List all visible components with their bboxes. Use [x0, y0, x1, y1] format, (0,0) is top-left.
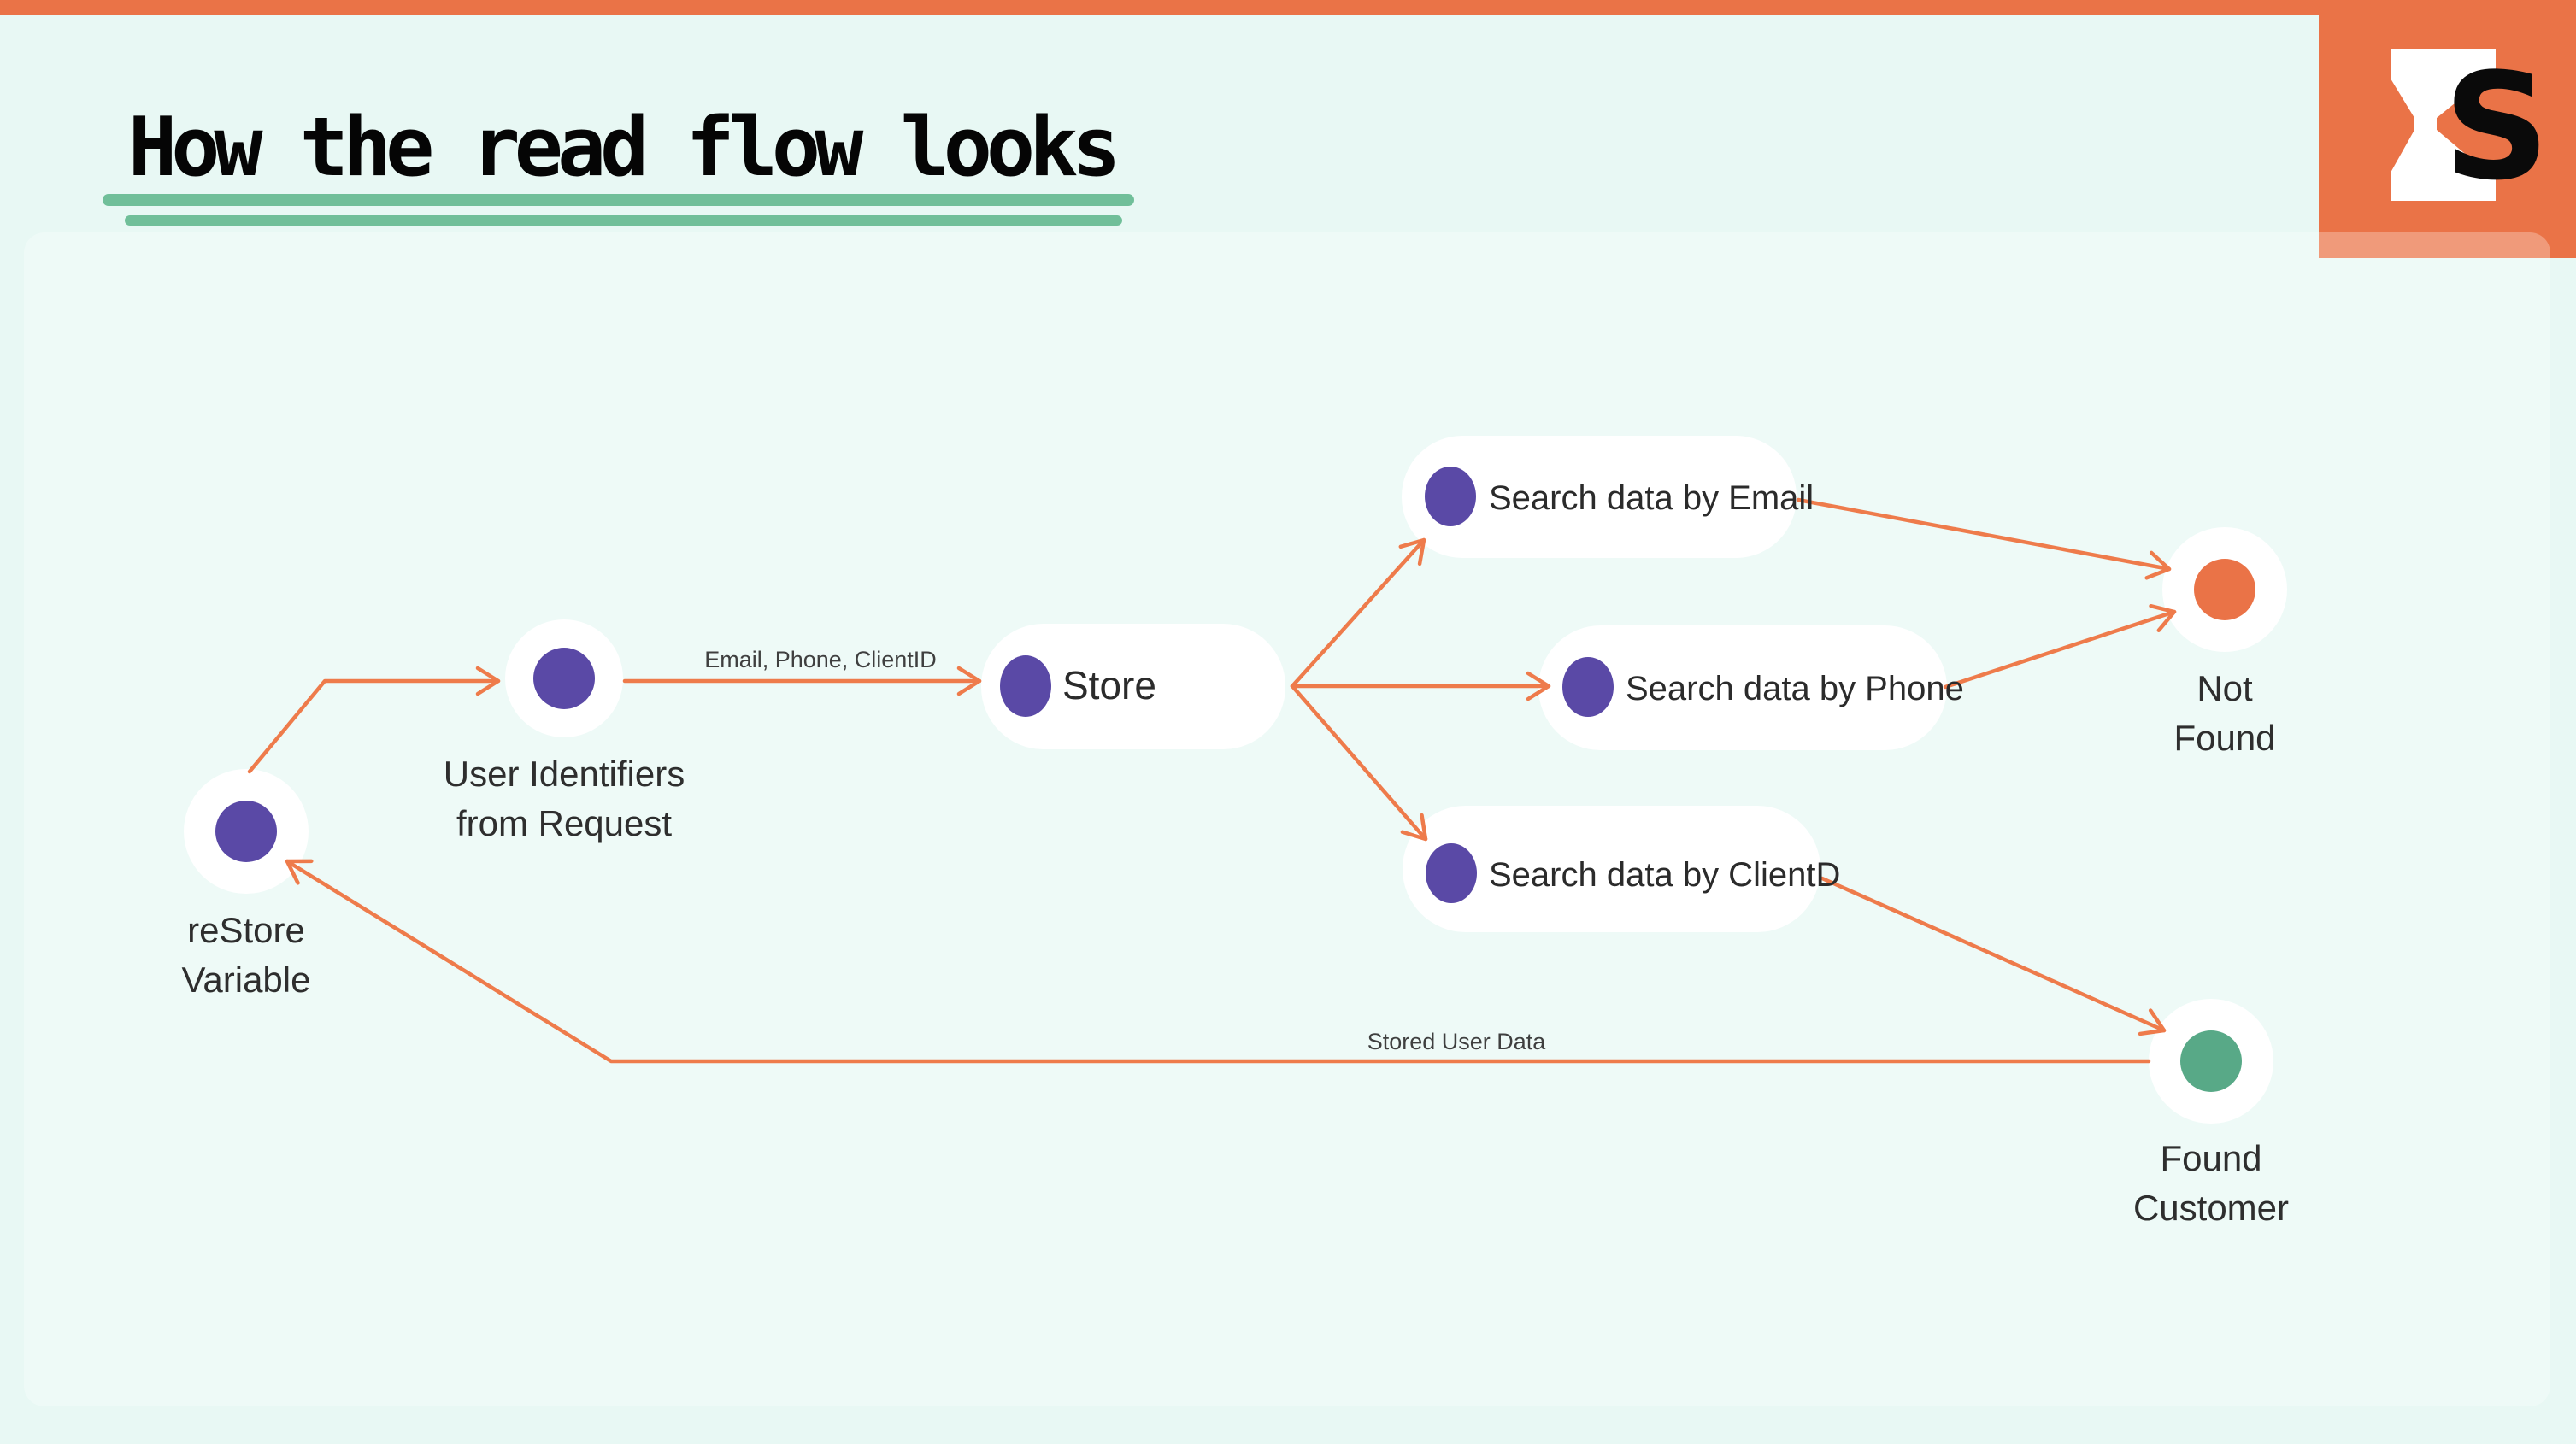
- diagram-canvas: [24, 232, 2550, 1406]
- title-underline-2: [125, 215, 1122, 226]
- brand-letter: S: [2444, 41, 2550, 213]
- found-customer-label-line1: Found: [2160, 1138, 2261, 1178]
- node-restore-variable: [184, 769, 309, 894]
- purple-dot: [1562, 657, 1614, 717]
- edge-store-to-search-clientd: [1290, 684, 1428, 842]
- node-found-customer: [2149, 999, 2273, 1124]
- edge-store-to-search-email: [1290, 537, 1426, 689]
- node-search-email: [1402, 436, 1797, 558]
- edge-email-to-not-found: [1796, 497, 2172, 580]
- purple-dot: [1425, 467, 1476, 526]
- user-identifiers-label-line2: from Request: [456, 803, 672, 843]
- edge-label-found-to-restore: Stored User Data: [1367, 1029, 1547, 1054]
- store-label: Store: [1062, 663, 1156, 707]
- purple-dot: [1000, 655, 1051, 717]
- edge-clientd-to-found-customer: [1820, 876, 2167, 1036]
- top-accent-bar: [0, 0, 2576, 15]
- node-user-identifiers: [505, 619, 623, 737]
- purple-dot: [215, 801, 277, 862]
- search-email-label: Search data by Email: [1489, 479, 1814, 517]
- brand-logo: S: [2319, 0, 2576, 258]
- pill: [1538, 625, 1947, 750]
- not-found-label-line1: Not: [2197, 668, 2253, 708]
- search-phone-label: Search data by Phone: [1626, 670, 1964, 707]
- found-customer-label-line2: Customer: [2133, 1188, 2289, 1228]
- purple-dot: [1426, 843, 1477, 903]
- user-identifiers-label-line1: User Identifiers: [444, 754, 685, 794]
- not-found-label-line2: Found: [2173, 718, 2275, 758]
- pill: [981, 624, 1285, 749]
- page-title: How the read flow looks: [128, 101, 1120, 195]
- restore-variable-label-line2: Variable: [182, 960, 311, 1000]
- pill: [1403, 806, 1820, 932]
- edge-label-identifiers-to-store: Email, Phone, ClientID: [704, 647, 937, 672]
- title-underline-1: [103, 194, 1134, 206]
- edge-phone-to-not-found: [1943, 603, 2177, 690]
- edge-found-to-restore: [285, 859, 2151, 1064]
- node-search-phone: [1538, 625, 1947, 750]
- pill: [1402, 436, 1797, 558]
- orange-dot: [2194, 559, 2255, 620]
- purple-dot: [533, 648, 595, 709]
- search-clientd-label: Search data by ClientD: [1489, 856, 1840, 894]
- edge-restore-to-identifiers: [247, 666, 501, 774]
- restore-variable-label-line1: reStore: [187, 910, 305, 950]
- node-search-clientd: [1403, 806, 1820, 932]
- hourglass-icon: [2391, 49, 2496, 201]
- node-not-found: [2162, 527, 2287, 652]
- node-store: [981, 624, 1285, 749]
- green-dot: [2180, 1030, 2242, 1092]
